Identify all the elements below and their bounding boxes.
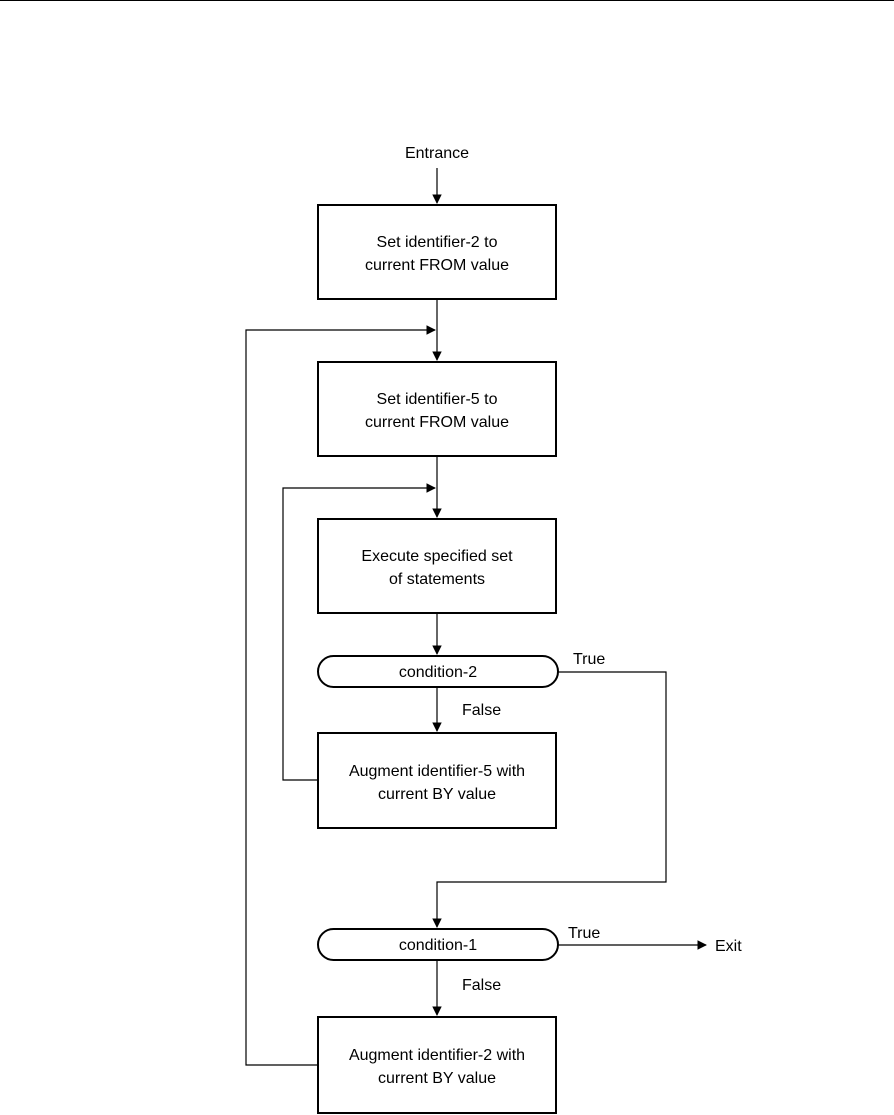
- augment-identifier-5-box: [317, 732, 557, 829]
- condition-2-false-label: False: [462, 702, 501, 719]
- set-identifier-5-box: [317, 361, 557, 457]
- set-identifier-2-line1: Set identifier-2 to: [377, 234, 498, 251]
- execute-statements-line2: of statements: [389, 571, 485, 588]
- augment-identifier-5-line1: Augment identifier-5 with: [349, 763, 525, 780]
- exit-label: Exit: [715, 938, 742, 955]
- execute-statements-line1: Execute specified set: [361, 548, 513, 565]
- condition-1-true-label: True: [568, 925, 600, 942]
- set-identifier-2-box: [317, 204, 557, 300]
- augment-identifier-2-box: [317, 1016, 557, 1114]
- condition-1-false-label: False: [462, 977, 501, 994]
- page-top-rule: [0, 0, 894, 1]
- execute-statements-box: [317, 518, 557, 614]
- augment-identifier-2-line1: Augment identifier-2 with: [349, 1047, 525, 1064]
- condition-2-true-path: [432, 671, 667, 928]
- condition-1-label: condition-1: [399, 937, 477, 954]
- set-identifier-5-line1: Set identifier-5 to: [377, 391, 498, 408]
- inner-loop-back-arrow: [282, 483, 436, 781]
- augment-identifier-2-line2: current BY value: [378, 1070, 496, 1087]
- set-identifier-2-line2: current FROM value: [365, 257, 509, 274]
- condition-2-label: condition-2: [399, 664, 477, 681]
- set-identifier-5-line2: current FROM value: [365, 414, 509, 431]
- outer-loop-back-arrow: [245, 325, 436, 1066]
- entrance-label: Entrance: [405, 145, 469, 162]
- condition-2-true-label: True: [573, 651, 605, 668]
- augment-identifier-5-line2: current BY value: [378, 786, 496, 803]
